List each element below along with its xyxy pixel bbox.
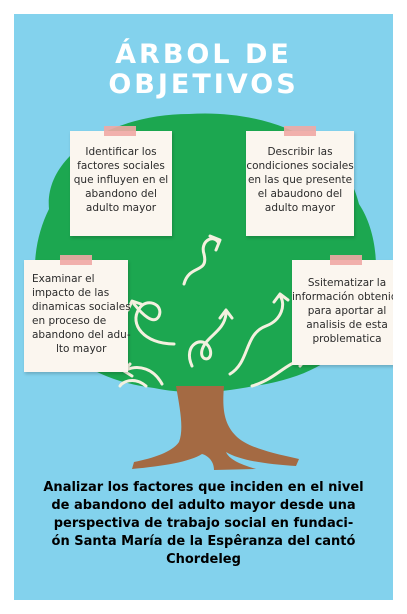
general-objective-line-3: perspectiva de trabajo social en fundaci…	[53, 516, 354, 531]
objective-2-line-1: Describir las	[267, 146, 333, 158]
objective-3-line-5: abandono del adu-	[32, 329, 131, 341]
objective-4-line-3: para aportar al	[307, 305, 387, 317]
general-objective-line-1: Analizar los factores que inciden en el …	[43, 480, 364, 495]
general-objective-line-4: ón Santa María de la Espêranza del cantó	[51, 534, 356, 549]
title-line-2: OBJETIVOS	[108, 69, 299, 100]
objective-note-3: Examinar el impacto de las dinamicas soc…	[24, 255, 131, 372]
tape-icon	[104, 126, 136, 136]
objective-1-line-4: abandono del	[85, 188, 157, 200]
objective-3-line-2: impacto de las	[32, 287, 110, 299]
objective-1-line-1: Identificar los	[85, 146, 157, 158]
objective-note-1: Identificar los factores sociales que in…	[70, 126, 172, 236]
objective-2-line-4: el abaudono del	[257, 188, 343, 200]
tape-icon	[284, 126, 316, 136]
title-line-1: ÁRBOL DE	[115, 39, 292, 70]
objective-4-line-5: problematica	[312, 333, 382, 345]
objective-4-line-1: Ssitematizar la	[307, 277, 387, 289]
objective-4-line-2: información obtenida	[292, 291, 393, 303]
curly-arrow-icon	[118, 234, 308, 388]
objective-3-line-1: Examinar el	[32, 273, 95, 285]
general-objective: Analizar los factores que inciden en el …	[24, 479, 383, 569]
objective-3-line-4: en proceso de	[32, 315, 107, 327]
poster: ÁRBOL DE OBJETIVOS	[14, 14, 393, 600]
tape-icon	[60, 255, 92, 265]
objective-4-line-4: analisis de esta	[306, 319, 388, 331]
objective-2-line-2: condiciones sociales	[246, 160, 354, 172]
objective-1-line-5: adulto mayor	[85, 202, 157, 214]
objective-3-line-3: dinamicas sociales	[32, 301, 131, 313]
objective-note-4: Ssitematizar la información obtenida par…	[292, 255, 393, 365]
objective-note-2: Describir las condiciones sociales en la…	[246, 126, 354, 236]
objective-3-line-6: lto mayor	[56, 343, 107, 355]
objective-1-line-3: que influyen en el	[73, 174, 169, 186]
tree-trunk	[132, 386, 299, 470]
objective-2-line-5: adulto mayor	[264, 202, 336, 214]
objective-2-line-3: en las que presente	[247, 174, 353, 186]
general-objective-line-2: de abandono del adulto mayor desde una	[51, 498, 356, 513]
general-objective-line-5: Chordeleg	[166, 552, 241, 567]
objective-1-line-2: factores sociales	[77, 160, 165, 172]
tape-icon	[330, 255, 362, 265]
